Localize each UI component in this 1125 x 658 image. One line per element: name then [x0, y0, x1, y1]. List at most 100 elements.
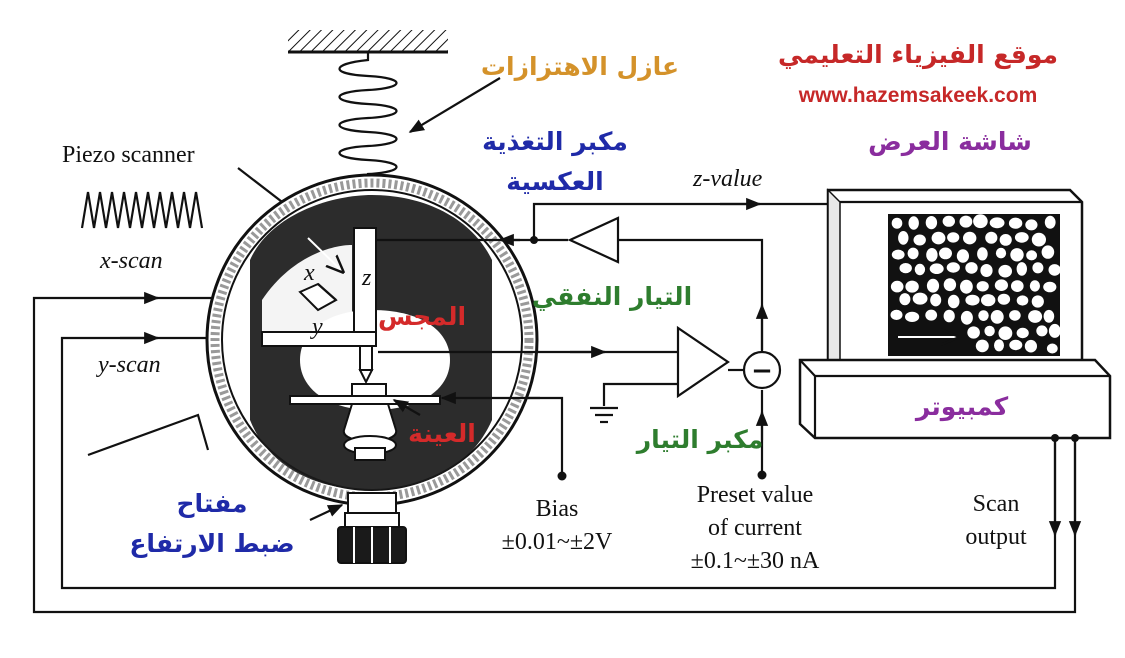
screen-grain: [899, 293, 911, 306]
label-bias-1: Bias: [536, 496, 579, 522]
screen-grain: [1048, 264, 1061, 276]
probe-tip: [358, 345, 374, 385]
screen-grain: [960, 310, 973, 325]
screen-grain: [1016, 327, 1029, 339]
screen-grain: [1010, 248, 1024, 262]
label-z-value: z-value: [692, 166, 763, 192]
screen-grain: [931, 231, 946, 245]
label-x-scan: x-scan: [99, 248, 163, 274]
screen-grain: [1008, 217, 1023, 229]
y-scan-waveform: [87, 413, 210, 457]
axis-y: y: [310, 314, 323, 340]
label-vibration-isolator: عازل الاهتزازات: [481, 52, 679, 82]
screen-grain: [1036, 325, 1048, 337]
label-height-knob-2: ضبط الارتفاع: [129, 529, 294, 558]
screen-grain: [1016, 295, 1029, 306]
screen-grain: [980, 264, 993, 277]
screen-grain: [1041, 245, 1055, 259]
screen-grain: [926, 248, 938, 262]
screen-grain: [890, 280, 904, 293]
screen-grain: [912, 292, 928, 305]
screen-grain: [1014, 232, 1029, 243]
current-amplifier: [676, 325, 730, 399]
screen-grain: [1044, 215, 1056, 229]
screen-grain: [914, 263, 926, 276]
label-tunneling-current: التيار النفقي: [532, 282, 692, 311]
screen-grain: [1028, 310, 1043, 323]
screen-grain: [973, 214, 988, 229]
screen-grain: [1029, 280, 1040, 292]
screen-grain: [977, 247, 988, 261]
wire-bias: [528, 396, 564, 476]
screen-grain: [959, 215, 973, 228]
arrow-vibration: [408, 77, 501, 133]
screen-grain: [994, 339, 1004, 352]
screen-grain: [943, 309, 955, 323]
label-sample: العينة: [408, 419, 476, 448]
site-name: موقع الفيزياء التعليمي: [778, 40, 1058, 70]
screen-grain: [984, 325, 995, 337]
screen-grain: [1032, 262, 1044, 274]
label-preset-1: Preset value: [697, 482, 814, 508]
screen-grain: [908, 216, 919, 230]
screen-grain: [997, 293, 1011, 305]
screen-grain: [942, 215, 955, 227]
screen-grain: [1025, 219, 1038, 231]
screen-grain: [913, 234, 926, 246]
screen-grain: [995, 247, 1007, 259]
screen-grain: [930, 293, 942, 307]
feedback-amplifier: [567, 216, 620, 264]
screen-grain: [976, 281, 989, 292]
screen-grain: [985, 231, 998, 244]
screen-grain: [1024, 339, 1037, 353]
screen-grain: [967, 326, 980, 339]
label-height-knob-1: مفتاح: [176, 489, 247, 518]
axis-x: x: [303, 260, 315, 286]
screen-grain: [999, 234, 1012, 246]
screen-grain: [1031, 232, 1046, 247]
screen-grain: [905, 311, 920, 322]
screen-grain: [1026, 250, 1037, 261]
screen-grain: [890, 309, 903, 320]
screen-grain: [998, 264, 1012, 278]
screen-grain: [947, 294, 960, 309]
screen-grain: [975, 339, 989, 353]
subtractor: [742, 350, 782, 390]
axis-x-arrow: [307, 237, 343, 272]
screen-grain: [1043, 281, 1057, 293]
label-display-screen: شاشة العرض: [868, 127, 1032, 157]
screen-grain: [898, 231, 909, 245]
screen-grain: [1009, 339, 1023, 351]
screen-grain: [1009, 310, 1021, 321]
screen-grain: [1011, 280, 1024, 292]
vibration-spring: [338, 52, 398, 190]
screen-grain: [891, 249, 905, 260]
screen-grain: [939, 247, 952, 260]
subtractor-symbol: −: [751, 356, 773, 386]
label-piezo-scanner: Piezo scanner: [62, 142, 195, 168]
screen-grain: [905, 280, 919, 293]
screen-grain: [926, 278, 940, 293]
site-url: www.hazemsakeek.com: [798, 84, 1038, 107]
screen-grain: [963, 231, 977, 245]
label-y-scan: y-scan: [96, 352, 161, 378]
label-feedback-amplifier-2: العكسية: [506, 167, 603, 196]
screen-image: [890, 214, 1061, 354]
screen-grain: [947, 232, 960, 243]
screen-grain: [994, 279, 1009, 292]
screen-grain: [965, 262, 978, 274]
label-scan-output-1: Scan: [973, 491, 1020, 517]
screen-grain: [960, 279, 973, 294]
x-scan-waveform: [80, 191, 204, 229]
screen-grain: [925, 216, 938, 230]
screen-grain: [891, 217, 903, 229]
screen-grain: [929, 263, 944, 275]
screen-grain: [1043, 309, 1055, 323]
screen-grain: [989, 217, 1005, 229]
label-computer: كمبيوتر: [914, 392, 1009, 422]
screen-grain: [925, 309, 938, 321]
arrow-height-knob: [309, 504, 344, 521]
piezo-tube: [261, 227, 520, 347]
